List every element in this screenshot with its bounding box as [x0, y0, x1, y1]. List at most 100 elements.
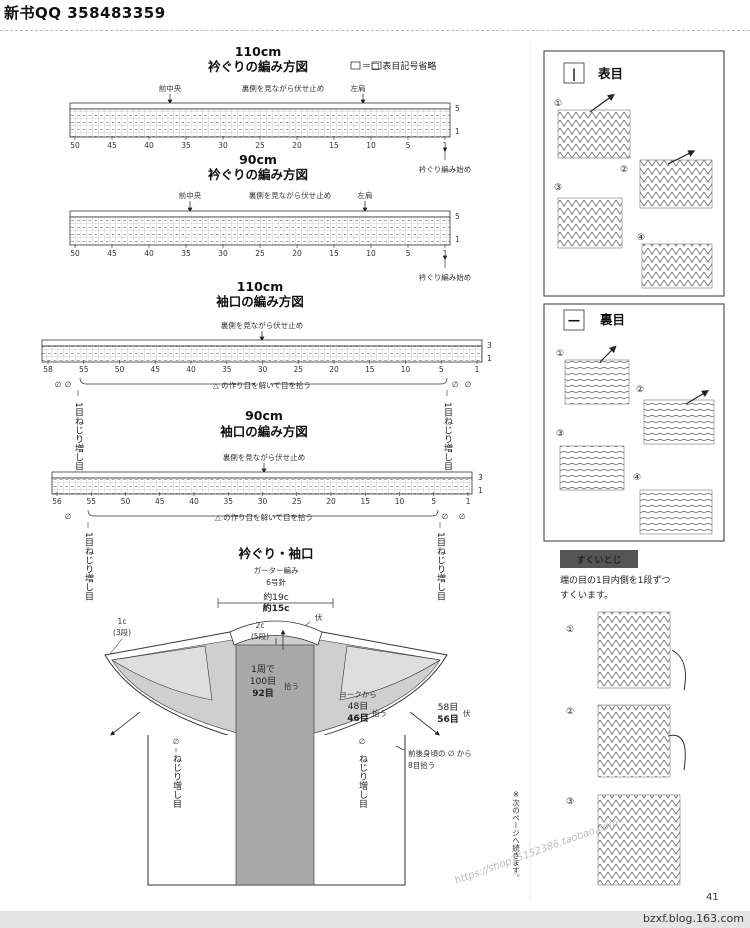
tick-label: 5	[406, 141, 411, 150]
neck-chart-110: 110cm 衿ぐりの編み方図 前中央 裏側を見ながら伏せ止め 左肩 5 1 50…	[69, 44, 472, 174]
yoke-b: 46目	[347, 713, 369, 724]
step-number: ②	[566, 707, 574, 717]
tick-label: 1	[466, 497, 471, 506]
step-number: ③	[566, 797, 574, 807]
footer-bar	[0, 911, 750, 928]
neck-band-size: 2c	[256, 621, 265, 630]
needle-label: 6号針	[266, 577, 286, 587]
left-shoulder-label: 左肩	[358, 190, 373, 200]
svg-text:∅: ∅	[55, 380, 62, 389]
inc-label: 1目ねじり増し目	[435, 532, 446, 601]
inc-label: 1目ねじり増し目	[83, 532, 94, 601]
header-divider	[0, 30, 750, 31]
step-number: ③	[554, 183, 562, 193]
tick-label: 20	[329, 365, 339, 374]
tick-label: 55	[86, 497, 96, 506]
tick-label: 56	[52, 497, 62, 506]
tick-label: 45	[150, 365, 160, 374]
page-number: 41	[706, 892, 719, 903]
purl-stitch-panel: — 裏目 ① ② ③ ④	[543, 303, 725, 542]
stitch-grid	[41, 345, 483, 363]
tick-label: 25	[255, 249, 265, 258]
tick-label: 50	[121, 497, 131, 506]
tick-label: 55	[79, 365, 89, 374]
header-title: 新书QQ 358483359	[4, 4, 166, 22]
row-label: 1	[455, 235, 460, 244]
sleeve-chart-title: 袖口の編み方図	[220, 424, 308, 439]
row-label: 5	[455, 104, 460, 113]
tick-label: 50	[70, 141, 80, 150]
yoke-a: 48目	[348, 701, 368, 712]
watermark: https://shop35152386.taobao.com	[453, 817, 620, 887]
purl-symbol: —	[568, 312, 581, 327]
tick-label: 35	[222, 365, 232, 374]
step-number: ①	[554, 99, 562, 109]
pattern-label: ガーター編み	[254, 565, 299, 575]
tick-label: 50	[70, 249, 80, 258]
start-label: 衿ぐり編み始め	[419, 164, 472, 174]
tick-label: 50	[115, 365, 125, 374]
sleeve-count-b: 56目	[437, 714, 459, 725]
sleeve-band-size: 1c	[118, 617, 127, 626]
round-a: 100目	[250, 676, 276, 687]
sukui-title: すくいとじ	[576, 555, 621, 566]
tick-label: 40	[186, 365, 196, 374]
pickup-label: △ の作り目を解いて目を拾う	[215, 512, 313, 522]
step-number: ①	[566, 625, 574, 635]
tick-label: 20	[326, 497, 336, 506]
knit-stitch-panel: | 表目 ① ② ③ ④	[543, 50, 725, 297]
inc-label: 1目ねじり増し目	[73, 402, 84, 471]
tick-label: 20	[292, 141, 302, 150]
garment-schematic: 衿ぐり・袖口 ガーター編み 6号針 約19c 約15c 伏 1c (3段) 2c…	[104, 546, 521, 886]
front-center-label: 前中央	[159, 83, 182, 93]
tick-label: 35	[181, 249, 191, 258]
sukui-desc-1: 端の目の1目内側を1段ずつ	[560, 574, 670, 586]
sleeve-chart-size: 90cm	[245, 408, 283, 423]
tick-label: 58	[43, 365, 53, 374]
next-page-note: ※次のページへ続きます。	[511, 790, 520, 882]
yoke-from: ヨークから	[339, 690, 377, 699]
neck-chart-title: 衿ぐりの編み方図	[208, 59, 308, 74]
tick-label: 45	[155, 497, 165, 506]
svg-text:∅: ∅	[452, 380, 459, 389]
step-number: ③	[556, 429, 564, 439]
tick-label: 25	[255, 141, 265, 150]
left-shoulder-label: 左肩	[351, 83, 366, 93]
front-band	[235, 644, 315, 886]
legend-text: ＝□ 表目記号省略	[362, 60, 436, 72]
tick-label: 25	[292, 497, 302, 506]
neck-chart-size: 110cm	[235, 44, 282, 59]
mattress-stitch-panel: すくいとじ 端の目の1目内側を1段ずつ すくいます。 ① ② ③	[560, 550, 686, 886]
svg-text:∅: ∅	[65, 380, 72, 389]
tick-label: 10	[395, 497, 405, 506]
sleeve-chart-size: 110cm	[237, 279, 284, 294]
footer-site: bzxf.blog.163.com	[642, 912, 744, 925]
tick-label: 10	[366, 249, 376, 258]
stitch-grid	[51, 477, 473, 495]
tick-label: 15	[329, 249, 339, 258]
svg-text:∅: ∅	[459, 512, 466, 521]
bind-off-label: 裏側を見ながら伏せ止め	[242, 83, 325, 93]
sleeve-chart-title: 袖口の編み方図	[216, 294, 304, 309]
tick-label: 5	[431, 497, 436, 506]
schematic-title: 衿ぐり・袖口	[238, 546, 313, 561]
row-label: 1	[455, 127, 460, 136]
tick-label: 20	[292, 249, 302, 258]
round-b: 92目	[252, 688, 274, 699]
row-label: 5	[455, 212, 460, 221]
tick-label: 10	[401, 365, 411, 374]
tick-label: 30	[258, 497, 268, 506]
knit-symbol: |	[572, 66, 577, 81]
tick-label: 30	[258, 365, 268, 374]
step-number: ④	[633, 473, 641, 483]
tick-label: 15	[360, 497, 370, 506]
sleeve-band-rows: (3段)	[113, 627, 131, 637]
stitch-grid	[69, 108, 451, 138]
neck-chart-size: 90cm	[239, 152, 277, 167]
tick-label: 40	[144, 249, 154, 258]
neck-band-rows: (5段)	[251, 631, 269, 641]
tick-label: 30	[218, 249, 228, 258]
pick-label: 拾う	[284, 681, 299, 691]
